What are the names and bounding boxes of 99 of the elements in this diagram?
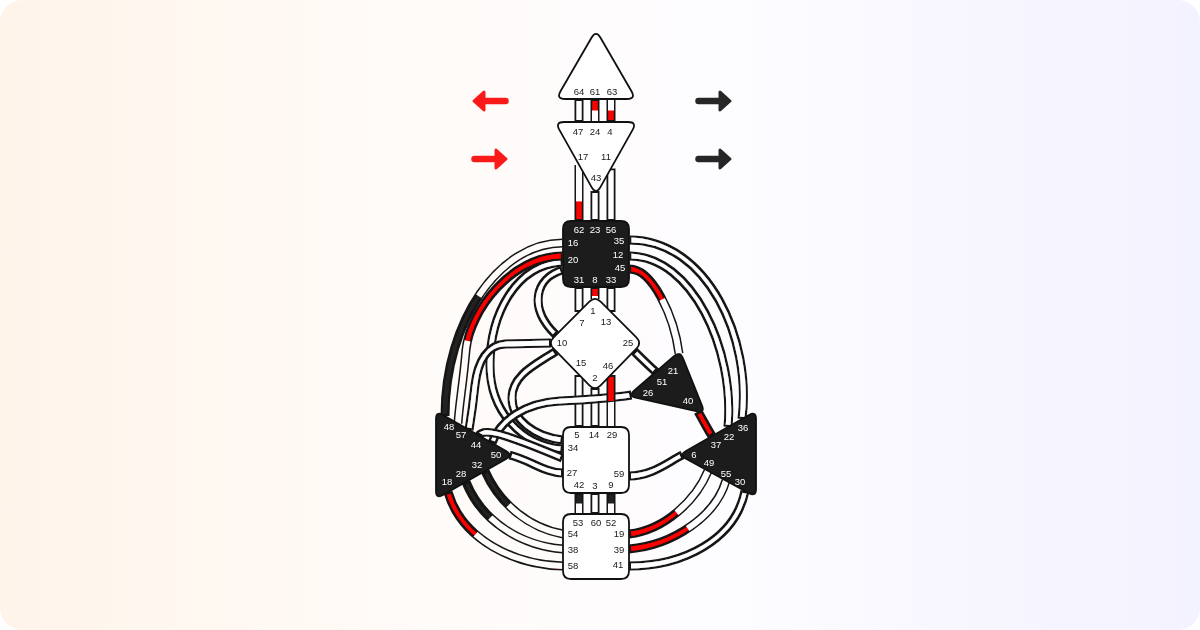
channel-line [629, 235, 748, 420]
channel-line [508, 450, 564, 478]
gate-number: 50 [490, 450, 502, 460]
channel-line [590, 191, 600, 221]
gate-number: 43 [590, 173, 602, 183]
gate-number: 17 [577, 152, 589, 162]
gate-number: 29 [606, 430, 618, 440]
gate-number: 11 [601, 152, 611, 162]
gate-number: 37 [710, 440, 722, 450]
gate-number: 21 [667, 366, 679, 376]
gate-number: 14 [588, 430, 600, 440]
triangle-center [681, 412, 757, 496]
channel-line [453, 251, 563, 424]
gate-number: 55 [720, 469, 732, 479]
triangle-center [630, 353, 704, 413]
gate-number: 24 [589, 127, 601, 137]
gate-number: 52 [605, 518, 617, 528]
gate-number: 63 [606, 87, 618, 97]
gate-number: 47 [572, 127, 584, 137]
channel-line [606, 375, 616, 427]
gate-number: 18 [441, 477, 453, 487]
gate-number: 35 [613, 236, 625, 246]
gate-number: 39 [613, 545, 625, 555]
channel-line [574, 287, 584, 312]
gate-number: 12 [612, 250, 624, 260]
gate-number: 57 [455, 430, 467, 440]
gate-number: 3 [592, 481, 598, 491]
gate-number: 31 [573, 275, 585, 285]
gate-number: 64 [573, 87, 585, 97]
gate-number: 61 [589, 87, 601, 97]
gate-number: 58 [567, 561, 579, 571]
gate-number: 27 [566, 468, 578, 478]
gate-number: 41 [612, 560, 624, 570]
channel-line [694, 409, 716, 439]
channel-line [590, 493, 600, 514]
gate-number: 10 [556, 338, 568, 348]
gate-number: 15 [575, 358, 587, 368]
gate-number: 30 [734, 477, 746, 487]
channel-line [507, 347, 564, 445]
channel-line [574, 99, 584, 122]
gate-number: 53 [572, 518, 584, 528]
channel-line [630, 347, 659, 376]
gate-number: 19 [613, 529, 625, 539]
gate-number: 32 [471, 460, 483, 470]
channel-line [574, 493, 584, 514]
gate-number: 48 [443, 422, 455, 432]
gate-number: 36 [737, 423, 749, 433]
channel-line [461, 480, 564, 554]
gate-number: 42 [573, 480, 585, 490]
gate-number: 45 [614, 263, 626, 273]
channel-line [487, 390, 633, 445]
square-center [562, 426, 630, 494]
square-center [562, 220, 630, 288]
gate-number: 7 [579, 318, 585, 328]
gate-number: 62 [573, 225, 585, 235]
gate-number: 6 [691, 450, 697, 460]
gate-number: 1 [590, 306, 596, 316]
gate-number: 46 [602, 361, 614, 371]
channel-line [606, 99, 616, 122]
gate-number: 51 [656, 377, 668, 387]
gate-number: 20 [567, 255, 579, 265]
channel-line [606, 493, 616, 514]
gate-number: 25 [622, 338, 634, 348]
channel-line [574, 165, 584, 221]
gate-number: 44 [470, 440, 482, 450]
gate-number: 34 [567, 443, 579, 453]
square-center [562, 513, 630, 580]
gate-number: 49 [703, 458, 715, 468]
gate-number: 56 [605, 225, 617, 235]
triangle-center [558, 32, 634, 100]
channel-line [574, 375, 584, 427]
gate-number: 22 [723, 432, 735, 442]
gate-number: 38 [567, 545, 579, 555]
gate-number: 13 [600, 317, 612, 327]
diamond-center [549, 297, 641, 390]
gate-number: 60 [590, 518, 602, 528]
channel-line [480, 469, 564, 539]
channel-line [440, 238, 563, 417]
gate-number: 5 [574, 430, 580, 440]
gate-number: 9 [608, 480, 614, 490]
gate-number: 28 [455, 469, 467, 479]
gate-number: 54 [567, 529, 579, 539]
triangle-center [556, 121, 636, 193]
channel-line [590, 388, 600, 427]
gate-number: 40 [682, 396, 694, 406]
gate-number: 2 [592, 373, 598, 383]
gate-number: 8 [592, 275, 598, 285]
gate-number: 59 [613, 469, 625, 479]
channel-line [606, 287, 616, 312]
gate-number: 16 [567, 238, 579, 248]
channel-line [606, 168, 616, 221]
gate-number: 23 [589, 225, 601, 235]
triangle-center [435, 412, 511, 498]
channel-line [443, 490, 564, 571]
gate-number: 26 [642, 388, 654, 398]
gate-number: 4 [607, 127, 613, 137]
gate-number: 33 [605, 275, 617, 285]
channel-line [590, 99, 600, 122]
channel-line [464, 338, 552, 431]
